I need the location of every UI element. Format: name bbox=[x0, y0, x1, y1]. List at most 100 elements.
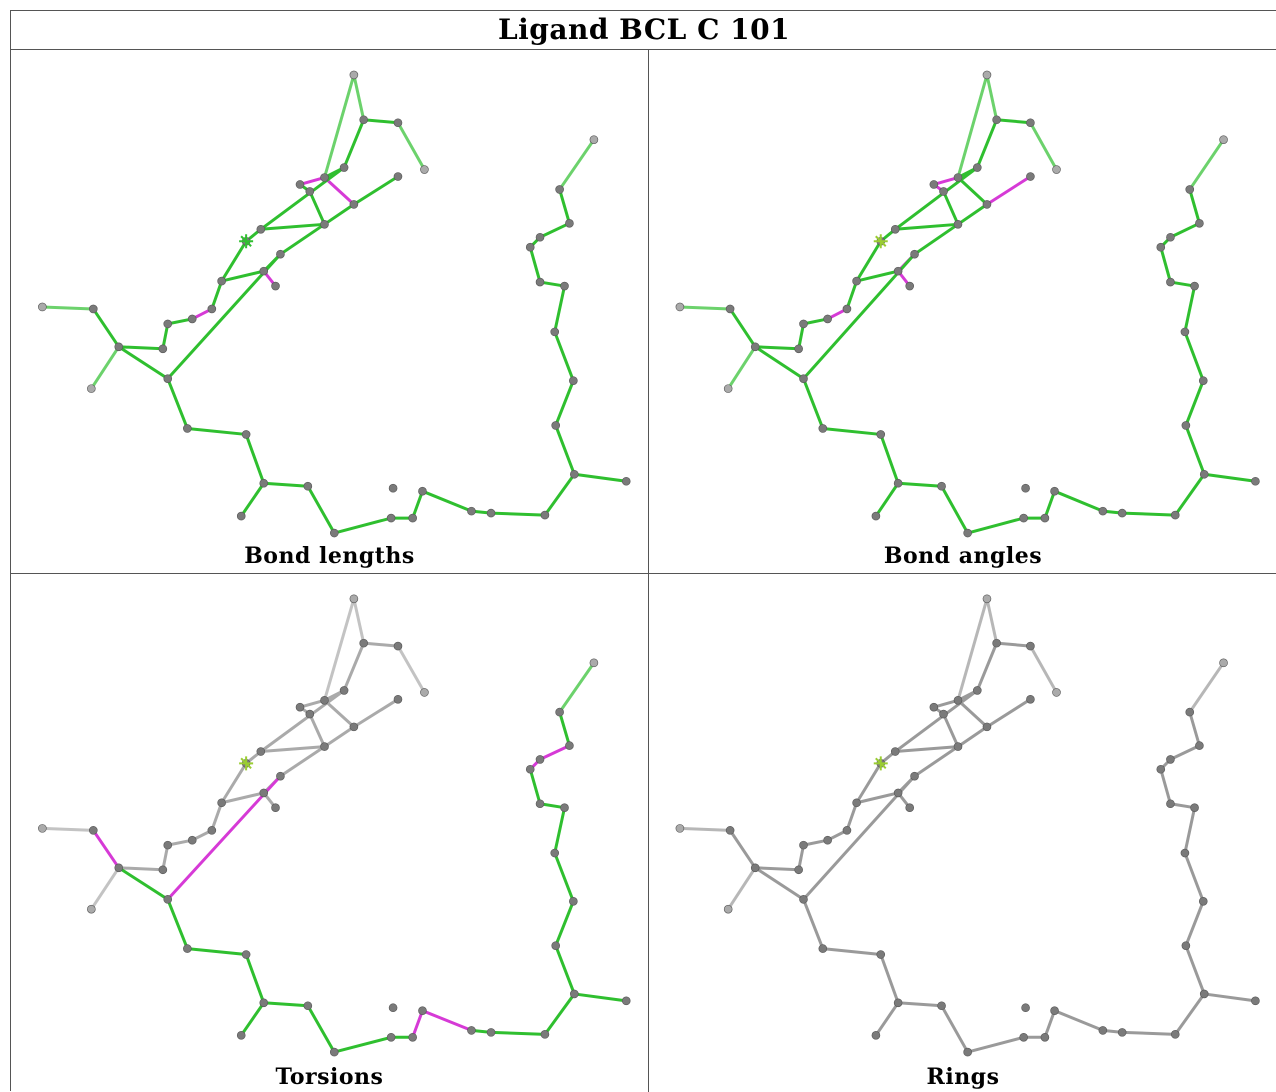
bond bbox=[802, 897, 825, 951]
bond bbox=[1184, 379, 1205, 427]
atom bbox=[794, 865, 803, 875]
atom bbox=[525, 764, 535, 774]
atom bbox=[871, 511, 881, 521]
bond bbox=[259, 688, 346, 754]
atom bbox=[1251, 476, 1260, 486]
bond bbox=[342, 118, 366, 170]
atom bbox=[560, 281, 569, 291]
panel-caption: Bond angles bbox=[883, 543, 1043, 569]
atom bbox=[1198, 897, 1208, 906]
atom bbox=[320, 173, 329, 182]
bond bbox=[1183, 330, 1205, 383]
atom bbox=[393, 694, 403, 704]
atom bbox=[329, 528, 339, 538]
bond bbox=[278, 745, 326, 778]
atom bbox=[1117, 508, 1127, 518]
atom bbox=[1219, 135, 1228, 144]
bond bbox=[893, 688, 979, 754]
bond bbox=[1184, 944, 1206, 996]
bond bbox=[956, 597, 989, 702]
atom bbox=[982, 722, 992, 732]
bond bbox=[40, 826, 95, 832]
atom bbox=[486, 508, 496, 518]
atom bbox=[1026, 641, 1035, 651]
bond bbox=[166, 377, 189, 430]
bond bbox=[558, 187, 571, 225]
atom bbox=[852, 798, 861, 808]
bond bbox=[1120, 1030, 1177, 1036]
bond bbox=[543, 992, 576, 1036]
atom bbox=[1166, 799, 1175, 809]
bond bbox=[306, 1004, 336, 1054]
atom bbox=[305, 709, 315, 719]
atom bbox=[535, 755, 545, 764]
bond bbox=[1043, 489, 1057, 520]
atom bbox=[939, 709, 948, 719]
bond bbox=[554, 379, 575, 427]
atom bbox=[114, 342, 124, 352]
bond bbox=[1168, 744, 1201, 761]
bond bbox=[117, 866, 170, 901]
bond bbox=[185, 947, 248, 957]
atom bbox=[349, 594, 359, 604]
atom bbox=[992, 115, 1001, 125]
bond bbox=[753, 345, 801, 351]
atom bbox=[349, 200, 359, 209]
bond bbox=[893, 166, 979, 231]
atom bbox=[158, 865, 168, 875]
atom bbox=[295, 180, 305, 189]
bond bbox=[528, 767, 542, 806]
atom bbox=[163, 319, 173, 329]
atom bbox=[305, 187, 315, 196]
atom bbox=[329, 1047, 339, 1057]
atom bbox=[1190, 803, 1199, 812]
bond bbox=[802, 774, 917, 901]
atom bbox=[1052, 688, 1061, 697]
atom bbox=[876, 950, 886, 959]
bond bbox=[396, 644, 426, 694]
atom bbox=[1026, 694, 1035, 704]
bond bbox=[553, 806, 567, 855]
bond bbox=[940, 484, 970, 535]
bond bbox=[89, 345, 121, 391]
atom bbox=[963, 528, 972, 538]
atom bbox=[910, 771, 919, 781]
molecule-view-rings bbox=[675, 594, 1260, 1057]
atom bbox=[256, 747, 266, 756]
bond bbox=[896, 1001, 944, 1008]
bond bbox=[332, 516, 393, 535]
atom bbox=[725, 826, 735, 835]
atom bbox=[852, 276, 861, 286]
bond bbox=[323, 698, 356, 729]
atom bbox=[183, 424, 192, 433]
atom bbox=[187, 314, 197, 324]
atom bbox=[939, 187, 948, 196]
molecule-view-bond-lengths bbox=[38, 70, 631, 538]
bond bbox=[220, 791, 266, 805]
bond bbox=[1028, 644, 1058, 694]
bond bbox=[91, 307, 121, 349]
atom bbox=[560, 803, 569, 812]
atom bbox=[163, 895, 173, 904]
atom bbox=[535, 277, 545, 287]
atom bbox=[876, 430, 886, 439]
panel-bond-lengths: Bond lengths bbox=[11, 50, 649, 574]
bond bbox=[1159, 767, 1172, 806]
bond bbox=[1043, 1009, 1057, 1039]
atom bbox=[555, 707, 564, 717]
atom bbox=[823, 835, 832, 845]
bond bbox=[975, 641, 999, 692]
atom bbox=[1180, 848, 1190, 858]
atom bbox=[929, 180, 939, 189]
bond bbox=[896, 481, 944, 488]
bond bbox=[753, 866, 801, 872]
atom bbox=[982, 70, 992, 80]
atom bbox=[359, 115, 368, 125]
atom bbox=[750, 863, 760, 873]
bond bbox=[1168, 221, 1201, 239]
bond bbox=[554, 944, 576, 996]
atom bbox=[418, 1006, 427, 1015]
atom bbox=[1195, 741, 1204, 750]
atom bbox=[38, 302, 47, 312]
bond bbox=[1184, 899, 1205, 948]
